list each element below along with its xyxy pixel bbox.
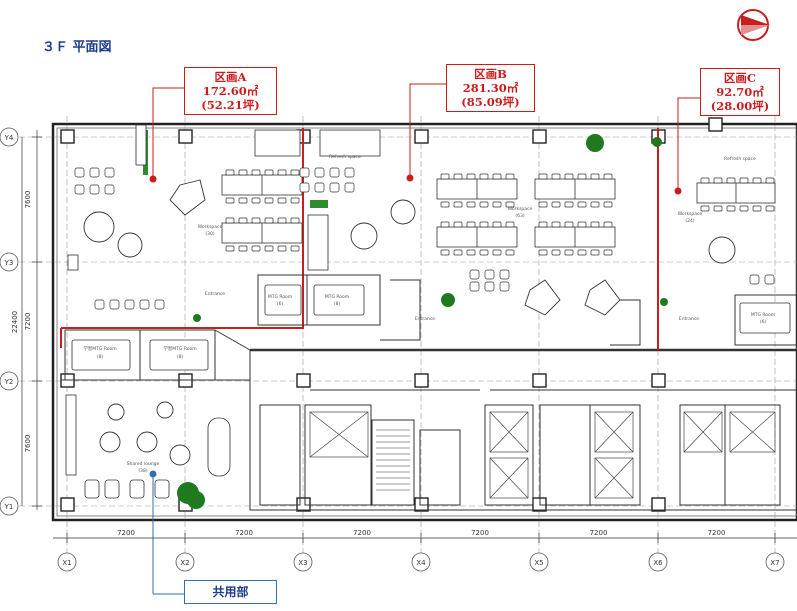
zone-c-callout: 区画C 92.70㎡ (28.00坪) bbox=[700, 68, 780, 116]
column-spacing-label: 7200 bbox=[708, 529, 726, 537]
grid-column-label: X2 bbox=[175, 552, 195, 572]
grid-column-label: X3 bbox=[293, 552, 313, 572]
svg-text:X6: X6 bbox=[653, 559, 663, 567]
row-spacing-label: 7200 bbox=[24, 313, 32, 331]
svg-text:Refresh space: Refresh space bbox=[329, 154, 361, 160]
svg-text:(6): (6) bbox=[277, 301, 284, 307]
svg-text:(38): (38) bbox=[138, 468, 147, 474]
svg-text:Y2: Y2 bbox=[4, 378, 14, 386]
svg-text:(6): (6) bbox=[760, 319, 767, 325]
row-spacing-label: 7600 bbox=[24, 191, 32, 209]
zone-c-area-tsubo: (28.00坪) bbox=[710, 99, 770, 113]
zone-b-area-m2: 281.30㎡ bbox=[462, 81, 519, 95]
svg-text:Workspace: Workspace bbox=[198, 224, 223, 230]
svg-text:Y4: Y4 bbox=[4, 134, 14, 142]
svg-text:学習MTG Room: 学習MTG Room bbox=[83, 345, 116, 352]
grid-column-label: X4 bbox=[411, 552, 431, 572]
grid-column-label: X5 bbox=[529, 552, 549, 572]
svg-text:Y3: Y3 bbox=[4, 259, 14, 267]
zone-a-name: 区画A bbox=[214, 70, 247, 84]
svg-text:X5: X5 bbox=[534, 559, 543, 567]
svg-text:MTG Room: MTG Room bbox=[751, 312, 775, 318]
svg-text:MTG Room: MTG Room bbox=[268, 294, 292, 300]
svg-text:(63): (63) bbox=[515, 213, 524, 219]
common-area-label: 共用部 bbox=[212, 585, 249, 599]
zone-c-area-m2: 92.70㎡ bbox=[716, 85, 764, 99]
grid-column-label: X1 bbox=[57, 552, 77, 572]
svg-text:X4: X4 bbox=[416, 559, 426, 567]
page-title: ３Ｆ 平面図 bbox=[42, 40, 112, 55]
zone-b-area-tsubo: (85.09坪) bbox=[461, 95, 520, 109]
grid-column-label: X6 bbox=[648, 552, 668, 572]
north-arrow-icon bbox=[737, 9, 770, 41]
svg-text:(8): (8) bbox=[97, 354, 104, 360]
column-spacing-label: 7200 bbox=[235, 529, 253, 537]
grid-row-label: Y2 bbox=[0, 371, 19, 391]
svg-text:Workspace: Workspace bbox=[678, 211, 703, 217]
svg-text:X7: X7 bbox=[770, 559, 779, 567]
svg-text:Shared lounge: Shared lounge bbox=[127, 461, 160, 467]
grid-column-label: X7 bbox=[765, 552, 785, 572]
svg-text:(24): (24) bbox=[685, 218, 694, 224]
row-total-label: 22400 bbox=[11, 311, 19, 333]
svg-text:Y1: Y1 bbox=[4, 503, 14, 511]
svg-text:Refresh space: Refresh space bbox=[724, 156, 756, 162]
row-spacing-label: 7600 bbox=[24, 435, 32, 453]
zone-a-callout: 区画A 172.60㎡ (52.21坪) bbox=[184, 67, 277, 115]
column-spacing-label: 7200 bbox=[471, 529, 489, 537]
svg-text:Entrance: Entrance bbox=[415, 316, 435, 322]
svg-text:学習MTG Room: 学習MTG Room bbox=[163, 345, 196, 352]
svg-text:(30): (30) bbox=[205, 231, 214, 237]
zone-a-area-m2: 172.60㎡ bbox=[202, 84, 259, 98]
column-spacing-label: 7200 bbox=[590, 529, 608, 537]
svg-text:X2: X2 bbox=[180, 559, 189, 567]
svg-text:Entrance: Entrance bbox=[205, 291, 225, 297]
svg-text:Entrance: Entrance bbox=[679, 316, 699, 322]
column-spacing-label: 7200 bbox=[353, 529, 371, 537]
svg-text:X3: X3 bbox=[298, 559, 307, 567]
grid-row-label: Y1 bbox=[0, 496, 19, 516]
zone-b-callout: 区画B 281.30㎡ (85.09坪) bbox=[446, 64, 535, 112]
column-spacing-label: 7200 bbox=[117, 529, 135, 537]
svg-text:(8): (8) bbox=[334, 301, 341, 307]
zone-b-name: 区画B bbox=[474, 67, 507, 81]
svg-text:Workspace: Workspace bbox=[508, 206, 533, 212]
svg-text:MTG Room: MTG Room bbox=[325, 294, 349, 300]
grid-row-label: Y4 bbox=[0, 127, 19, 147]
zone-c-name: 区画C bbox=[723, 71, 757, 85]
zone-a-area-tsubo: (52.21坪) bbox=[201, 98, 260, 112]
common-area-callout: 共用部 bbox=[184, 580, 277, 604]
svg-text:X1: X1 bbox=[62, 559, 71, 567]
svg-text:(8): (8) bbox=[177, 354, 184, 360]
grid-row-label: Y3 bbox=[0, 252, 19, 272]
